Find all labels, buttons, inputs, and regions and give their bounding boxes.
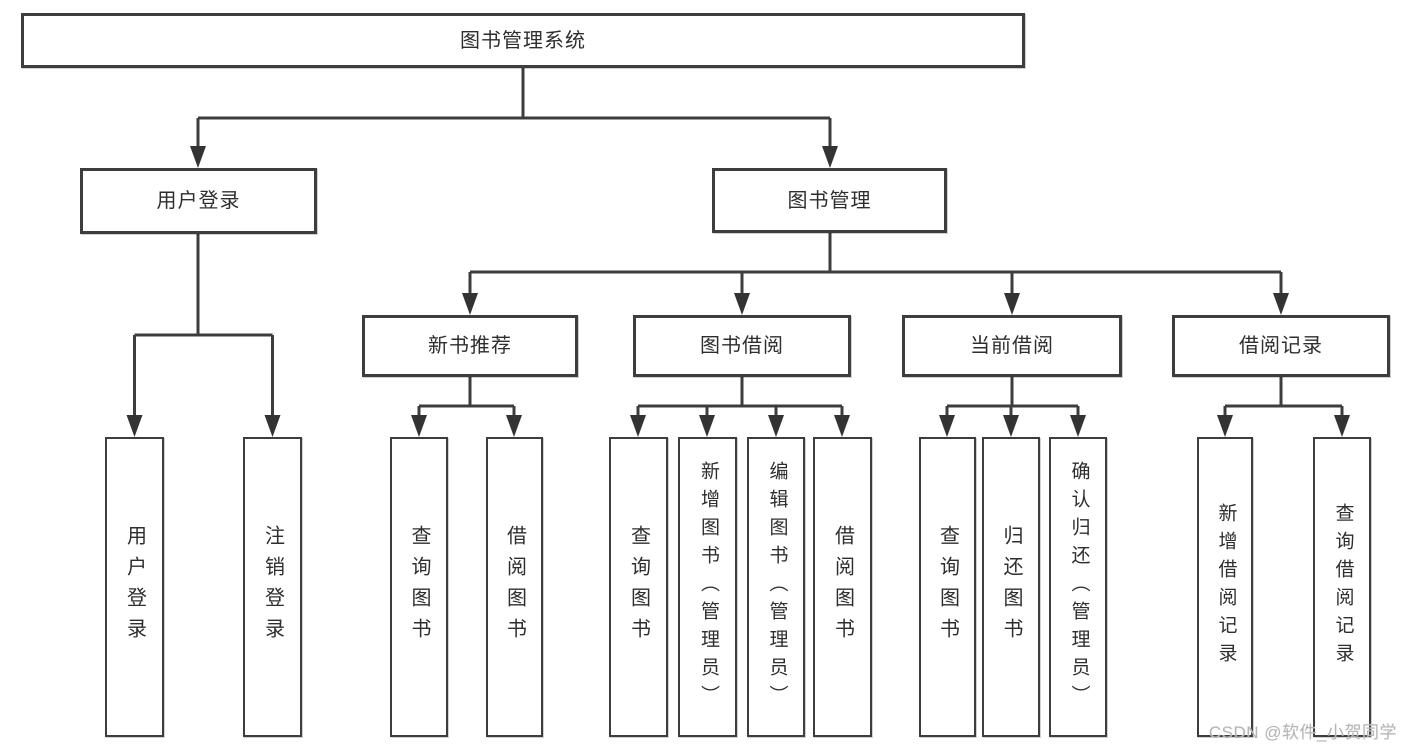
node-current-borrow: 当前借阅 — [902, 315, 1122, 377]
node-label: 用户登录 — [156, 190, 241, 212]
leaf-label: 编辑图书（管理员） — [766, 461, 788, 713]
leaf-add-books-admin: 新增图书（管理员） — [678, 437, 737, 737]
node-label: 图书借阅 — [700, 335, 784, 357]
leaf-label: 注销登录 — [261, 525, 284, 649]
leaf-label: 用户登录 — [123, 525, 146, 649]
arrowheads — [126, 146, 1350, 437]
node-book-management: 图书管理 — [712, 168, 947, 233]
node-new-book-recommend: 新书推荐 — [362, 315, 578, 377]
leaf-query-books-borrow: 查询图书 — [609, 437, 668, 737]
leaf-label: 查询借阅记录 — [1332, 503, 1354, 671]
leaf-label: 借阅图书 — [503, 525, 526, 649]
node-label: 当前借阅 — [970, 335, 1054, 357]
leaf-add-borrow-record: 新增借阅记录 — [1197, 437, 1253, 737]
node-book-borrow: 图书借阅 — [633, 315, 851, 377]
node-user-login: 用户登录 — [80, 168, 317, 234]
leaf-user-login: 用户登录 — [105, 437, 164, 737]
leaf-label: 借阅图书 — [831, 525, 854, 649]
leaf-query-books-recommend: 查询图书 — [390, 437, 448, 737]
node-label: 借阅记录 — [1239, 335, 1323, 357]
node-root-library-management-system: 图书管理系统 — [21, 13, 1025, 68]
leaf-label: 归还图书 — [1000, 525, 1022, 649]
node-label: 新书推荐 — [428, 335, 512, 357]
leaf-label: 查询图书 — [936, 525, 959, 649]
leaf-borrow-books: 借阅图书 — [813, 437, 872, 737]
leaf-label: 查询图书 — [627, 525, 650, 649]
leaf-query-books-current: 查询图书 — [919, 437, 976, 737]
leaf-query-borrow-record: 查询借阅记录 — [1313, 437, 1371, 737]
leaf-logout: 注销登录 — [243, 437, 302, 737]
csdn-watermark: CSDN @软件_小贺同学 — [1208, 723, 1397, 742]
leaf-confirm-return-admin: 确认归还（管理员） — [1049, 437, 1107, 737]
node-label: 图书管理 — [787, 189, 872, 212]
leaf-edit-books-admin: 编辑图书（管理员） — [747, 437, 805, 737]
leaf-label: 新增图书（管理员） — [697, 461, 719, 713]
leaf-return-books: 归还图书 — [982, 437, 1040, 737]
leaf-label: 新增借阅记录 — [1215, 503, 1237, 671]
leaf-label: 查询图书 — [408, 525, 430, 649]
node-label: 图书管理系统 — [460, 29, 586, 52]
leaf-borrow-books-recommend: 借阅图书 — [486, 437, 543, 737]
node-borrow-records: 借阅记录 — [1172, 315, 1390, 377]
leaf-label: 确认归还（管理员） — [1068, 461, 1090, 713]
